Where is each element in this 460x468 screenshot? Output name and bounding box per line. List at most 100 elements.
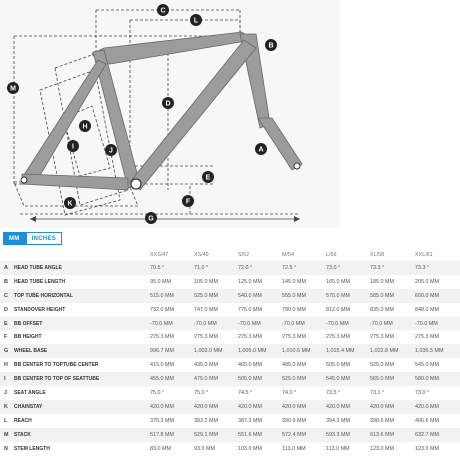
row-value: 420.0 MM (370, 399, 415, 414)
unit-inches-button[interactable]: INCHES (25, 232, 63, 245)
row-value: 455.0 MM (150, 372, 194, 387)
row-value: 475.0 MM (194, 372, 238, 387)
row-value: 485.0 MM (282, 362, 306, 369)
row-value: -70.0 MM (282, 316, 326, 331)
row-value: 529.1 MM (194, 427, 238, 442)
marker-b: B (265, 39, 277, 51)
row-value: 71.0 ° (194, 261, 238, 275)
row-value: 420.0 MM (150, 399, 194, 414)
row-value: 775.0 MM (238, 306, 262, 313)
marker-d: D (162, 97, 174, 109)
bike-frame-drawing: C L B M D H I J A E F K G (7, 4, 303, 224)
row-name: BB Center to Top of Seattube (14, 372, 150, 387)
marker-a: A (255, 143, 267, 155)
table-row: IBB Center to Top of Seattube455.0 MM475… (0, 372, 460, 387)
marker-l: L (190, 14, 202, 26)
row-value: 383.2 MM (194, 417, 218, 424)
marker-g-label: G (148, 216, 154, 223)
row-value: 394.3 MM (326, 417, 350, 424)
row-value: 165.0 MM (326, 278, 350, 285)
row-value: 565.0 MM (370, 372, 415, 387)
marker-k: K (64, 197, 76, 209)
size-header: L/56 (326, 252, 337, 258)
row-value: 420.0 MM (282, 399, 326, 414)
table-row: JSeat Angle75.0 °75.0 °74.5 °74.0 °73.5 … (0, 386, 460, 400)
row-key: K (0, 399, 14, 414)
row-name: Head Tube Length (14, 278, 66, 285)
row-value: 545.0 MM (326, 372, 370, 387)
unit-mm-button[interactable]: MM (3, 232, 26, 245)
marker-i-label: I (72, 144, 74, 151)
row-value: 387.3 MM (238, 417, 262, 424)
row-value: 1,005.0 MM (238, 344, 282, 359)
row-name: Standover Height (14, 306, 66, 313)
unit-toggle: MM INCHES (3, 232, 63, 245)
row-value: 835.0 MM (370, 306, 394, 313)
row-value: 275.3 MM (194, 334, 218, 341)
row-value: 73.0 ° (326, 261, 370, 275)
row-value: 185.0 MM (370, 278, 394, 285)
marker-b-label: B (268, 43, 273, 50)
row-value: 95.0 MM (150, 278, 171, 285)
row-value: 125.0 MM (238, 278, 262, 285)
row-key: M (0, 427, 14, 442)
row-value: 406.6 MM (415, 417, 439, 424)
row-value: 275.3 MM (326, 334, 350, 341)
row-value: 1,003.0 MM (194, 344, 238, 359)
row-key: L (4, 417, 8, 424)
row-value: 73.5 ° (326, 389, 341, 396)
row-value: 1,010.6 MM (282, 344, 326, 359)
row-value: 275.3 MM (370, 334, 394, 341)
marker-a-label: A (258, 147, 263, 154)
row-key: E (0, 316, 14, 331)
row-value: 73.3 ° (415, 261, 460, 275)
geometry-diagram: C L B M D H I J A E F K G (0, 0, 340, 228)
row-name: Stack (14, 427, 150, 442)
row-value: 105.0 MM (194, 278, 218, 285)
row-value: 600.0 MM (415, 288, 460, 303)
row-value: 275.3 MM (238, 334, 262, 341)
row-value: 123.0 MM (370, 445, 394, 452)
row-value: 732.0 MM (150, 306, 174, 313)
marker-h: H (79, 120, 91, 132)
row-value: -70.0 MM (326, 316, 370, 331)
row-value: 74.5 ° (238, 389, 253, 396)
row-value: 420.0 MM (194, 399, 238, 414)
row-value: 613.6 MM (370, 427, 415, 442)
marker-h-label: H (82, 124, 87, 131)
marker-l-label: L (194, 18, 199, 25)
row-value: 420.0 MM (238, 399, 282, 414)
dimension-markers: C L B M D H I J A E F K G (7, 4, 277, 224)
row-value: 790.0 MM (282, 306, 306, 313)
marker-c-label: C (160, 8, 165, 15)
row-value: -70.0 MM (415, 316, 460, 331)
row-value: 1,015.4 MM (326, 344, 370, 359)
row-value: 113.0 MM (282, 445, 306, 452)
size-header: XXL/61 (415, 252, 433, 258)
row-value: 996.7 MM (150, 344, 194, 359)
row-value: 376.3 MM (150, 417, 174, 424)
row-key: F (4, 334, 8, 341)
row-name: Stem Length (14, 445, 50, 452)
row-value: 505.0 MM (238, 372, 282, 387)
row-value: 465.0 MM (238, 362, 262, 369)
size-header: XL/58 (370, 252, 385, 258)
row-key: D (4, 306, 8, 313)
row-value: 70.5 ° (150, 261, 194, 275)
size-header: S/52 (238, 252, 250, 258)
row-value: 275.3 MM (150, 334, 174, 341)
row-key: N (4, 445, 8, 452)
row-key: C (0, 288, 14, 303)
row-value: 848.0 MM (415, 306, 439, 313)
row-name: BB Height (14, 334, 42, 341)
size-header: XXS/47 (150, 252, 169, 258)
row-value: 505.0 MM (326, 362, 350, 369)
geometry-table: XXS/47 XS/49 S/52 M/54 L/56 XL/58 XXL/61… (0, 249, 460, 455)
row-name: BB Offset (14, 316, 150, 331)
table-row: GWheel Base996.7 MM1,003.0 MM1,005.0 MM1… (0, 344, 460, 359)
